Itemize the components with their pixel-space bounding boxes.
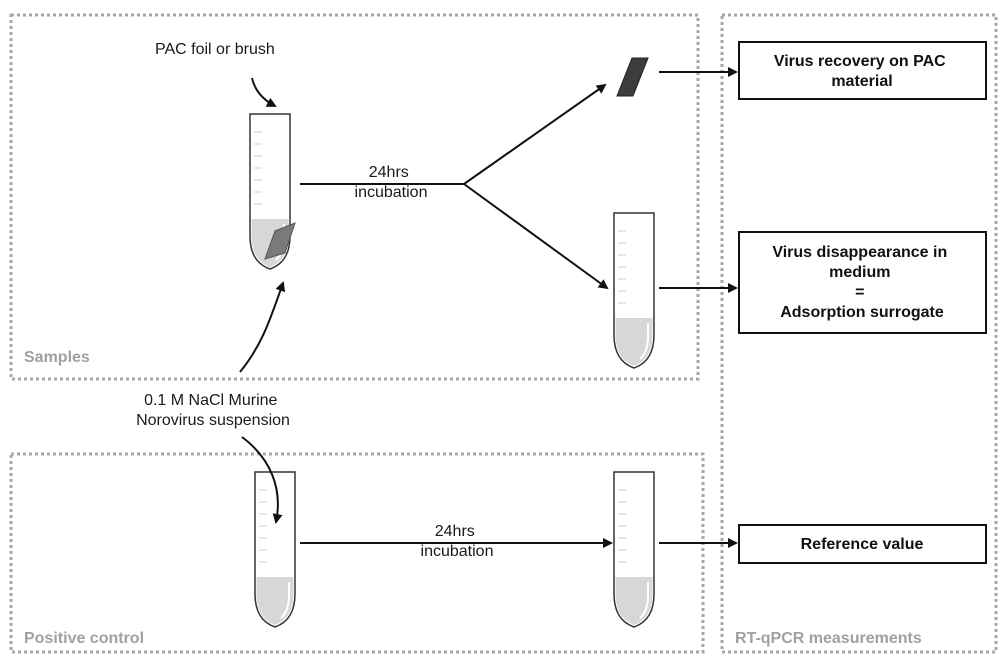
suspension-to-control-arrow	[241, 436, 283, 524]
control-tube-end	[613, 471, 655, 628]
disappearance-result-box	[738, 231, 987, 334]
measurements-region-label: RT-qPCR measurements	[735, 630, 922, 647]
branch-to-medium-arrow	[463, 183, 609, 290]
positive-control-region	[9, 452, 705, 654]
pac-piece-in-tube	[264, 222, 296, 260]
samples-region-label: Samples	[24, 349, 90, 366]
recovery-result-box	[738, 41, 987, 100]
pac-recovered-piece	[616, 57, 649, 97]
pac-to-tube-arrow	[251, 77, 277, 107]
recovery-result-label: Virus recovery on PAC material	[774, 53, 950, 90]
suspension-label: 0.1 M NaCl Murine Norovirus suspension	[136, 392, 290, 429]
reference-result-box	[738, 524, 987, 564]
branch-to-pac-arrow	[463, 83, 607, 185]
pac-material-label: PAC foil or brush	[155, 41, 275, 58]
disappearance-result-label: Virus disappearance in medium = Adsorpti…	[772, 244, 951, 321]
incubation-control-label: 24hrs incubation	[421, 523, 494, 560]
medium-tube	[613, 212, 655, 369]
reference-result-label: Reference value	[801, 536, 924, 553]
incubation-samples-label: 24hrs incubation	[355, 164, 428, 201]
samples-region	[9, 13, 700, 381]
positive-control-region-label: Positive control	[24, 630, 144, 647]
control-tube-start	[254, 471, 296, 628]
suspension-to-sample-arrow	[239, 281, 286, 373]
